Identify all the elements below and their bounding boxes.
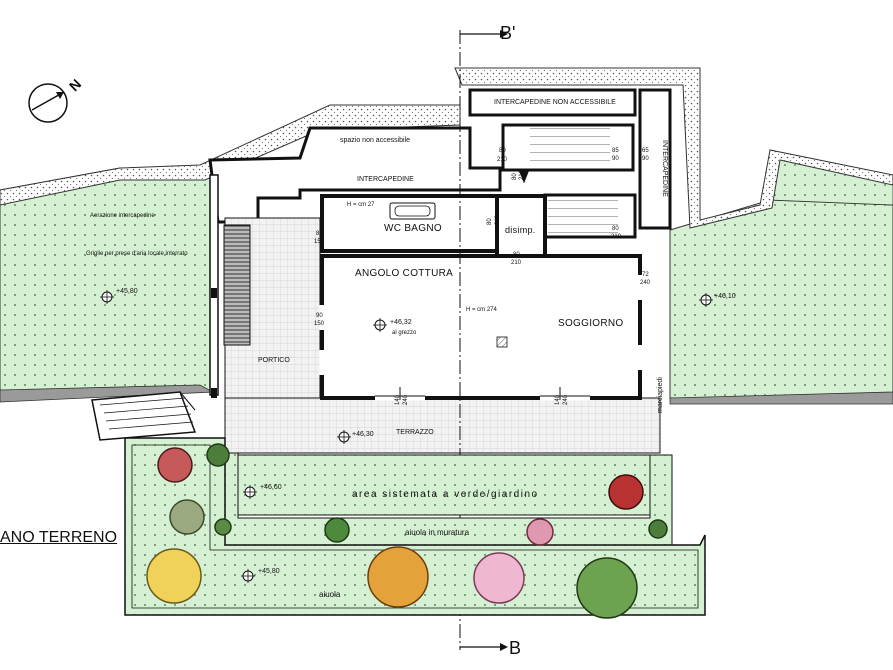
room-aiuola-muratura: aiuola in muratura [405, 528, 470, 537]
elev-garden: +46,60 [260, 484, 282, 491]
room-intercapedine: INTERCAPEDINE [357, 176, 414, 183]
door-dim-h: 240 [403, 394, 409, 405]
note-griglie: Griglie per prese d'aria locale interrat… [86, 251, 188, 257]
height-wc: H = cm 27 [347, 202, 375, 208]
room-portico: PORTICO [258, 357, 290, 364]
north-arrow-icon [28, 83, 68, 123]
section-label-bottom: B [509, 638, 522, 658]
door-dim-h: 210 [497, 157, 508, 163]
door-dim-w: 80 [512, 173, 518, 180]
door-dim-w: 85 [316, 231, 323, 237]
door-dim-w: 90 [316, 313, 323, 319]
door-dim-w: 65 [642, 148, 649, 154]
terrain-band-top [454, 67, 893, 229]
terrace [224, 397, 661, 454]
door-dim-w: 80 [513, 252, 520, 258]
door-dim-h: 210 [511, 260, 522, 266]
air-grate [223, 224, 251, 346]
page-title: ANO TERRENO [0, 529, 118, 546]
elev-left: +45,80 [116, 288, 138, 295]
elev-interior: +46,32 [390, 319, 412, 326]
room-angolo-cottura: ANGOLO COTTURA [355, 268, 454, 279]
room-area-giardino: area sistemata a verde/giardino [352, 489, 539, 500]
right-garden [669, 199, 893, 399]
door-dim-h: 210 [495, 214, 501, 225]
door-dim-h: 90 [612, 156, 619, 162]
door-dim-h: 150 [314, 321, 325, 327]
door-dim-w: 80 [612, 226, 619, 232]
door-dim-h: 240 [640, 280, 651, 286]
garden-area [237, 454, 651, 516]
room-terrazzo: TERRAZZO [396, 429, 434, 436]
room-aiuola: aiuola [319, 590, 341, 599]
door-dim-h: 150 [314, 239, 325, 245]
section-label-top: B' [500, 23, 516, 43]
door-dim-w: 80 [487, 218, 493, 225]
exterior-stairs [91, 391, 197, 441]
left-garden [0, 167, 214, 391]
room-disimp: disimp. [505, 225, 536, 235]
door-dim-w: 85 [612, 148, 619, 154]
door-dim-w: 140 [555, 394, 561, 405]
tree-icon [146, 443, 668, 619]
elev-right: +46,10 [714, 293, 736, 300]
room-spazio-non-accessibile: spazio non accessibile [340, 137, 411, 144]
stone-wall-right [669, 391, 893, 405]
door-dim-h: 210 [519, 169, 525, 180]
door-dim-h: 210 [611, 234, 622, 240]
room-intercapedine-vertical: INTERCAPEDINE [661, 140, 668, 197]
door-dim-w: 72 [642, 272, 649, 278]
door-dim-h: 240 [563, 394, 569, 405]
height-main: H = cm 274 [466, 307, 497, 313]
door-dim-w: 140 [395, 394, 401, 405]
room-intercapedine-non-accessibile: INTERCAPEDINE NON ACCESSIBILE [494, 99, 616, 106]
door-dim-w: 80 [499, 148, 506, 154]
room-wc-bagno: WC BAGNO [384, 223, 442, 234]
room-marciapiedi: marciapiedi [657, 377, 664, 413]
elev-terrace: +46,30 [352, 431, 374, 438]
note-aerazione: Aerazione intercapedine [90, 213, 155, 219]
room-soggiorno: SOGGIORNO [558, 318, 624, 329]
elev-interior-note: al grezzo [392, 330, 417, 336]
elev-lower: +45,80 [258, 568, 280, 575]
door-dim-h: 90 [642, 156, 649, 162]
